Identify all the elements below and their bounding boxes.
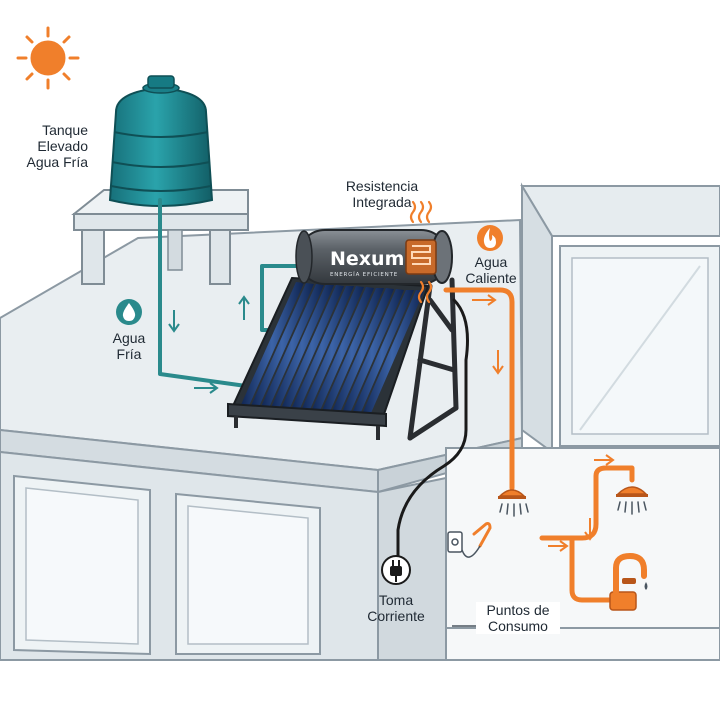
water-drop-icon bbox=[116, 299, 142, 325]
flame-icon bbox=[477, 225, 503, 251]
plug-icon bbox=[381, 555, 411, 585]
vacuum-tubes bbox=[240, 282, 424, 420]
label-tank: Tanque Elevado Agua Fría bbox=[26, 122, 88, 170]
sun-icon bbox=[16, 26, 80, 90]
flow-arrow-icon bbox=[168, 295, 250, 394]
solar-heater: Nexum ENERGÍA EFICIENTE bbox=[227, 229, 459, 441]
brand-name: Nexum bbox=[330, 248, 404, 270]
hand-shower-icon bbox=[447, 522, 492, 558]
label-cold-water: Agua Fría bbox=[112, 330, 146, 362]
heat-waves-icon bbox=[409, 200, 433, 304]
label-outlet: Toma Corriente bbox=[367, 592, 425, 624]
water-tank bbox=[108, 75, 214, 207]
label-consumption: Puntos de Consumo bbox=[476, 602, 560, 634]
brand-tagline: ENERGÍA EFICIENTE bbox=[330, 271, 398, 278]
flow-arrows bbox=[168, 294, 615, 552]
power-cable bbox=[396, 298, 469, 560]
faucet-icon bbox=[609, 552, 648, 611]
label-hot-water: Agua Caliente bbox=[465, 254, 517, 286]
shower-head-icon bbox=[498, 489, 529, 517]
shower-head-icon bbox=[616, 486, 648, 515]
label-resistance: Resistencia Integrada bbox=[345, 178, 419, 210]
annex-roof bbox=[520, 185, 720, 237]
